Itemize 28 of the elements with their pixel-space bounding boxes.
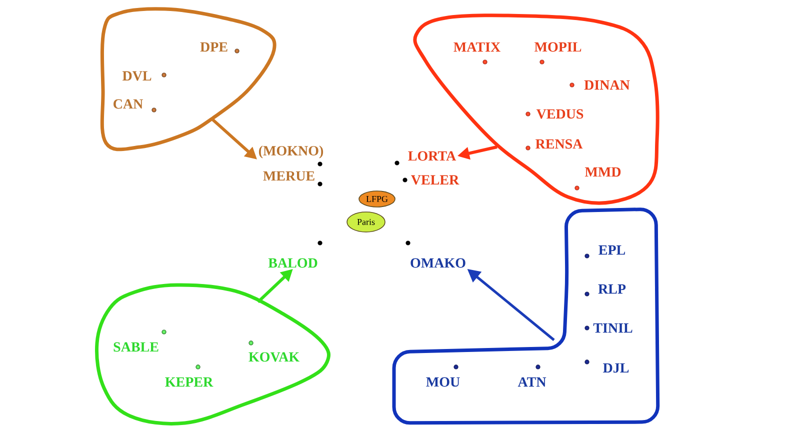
waypoint-label: MOPIL bbox=[534, 42, 582, 52]
waypoint-label: TINIL bbox=[593, 323, 632, 333]
region-outline bbox=[392, 208, 660, 425]
waypoint-label: LORTA bbox=[408, 151, 456, 161]
waypoint-label: MMD bbox=[584, 167, 621, 177]
waypoint-label: DINAN bbox=[584, 80, 630, 90]
waypoint-label: (MOKNO) bbox=[258, 146, 324, 158]
waypoint-label: EPL bbox=[598, 245, 626, 255]
oval-label: Paris bbox=[346, 212, 386, 232]
waypoint-label: MERUE bbox=[263, 171, 314, 181]
waypoint-label: CAN bbox=[114, 99, 143, 109]
region-outline bbox=[95, 283, 330, 426]
waypoint-label: OMAKO bbox=[410, 258, 466, 268]
waypoint-label: ATN bbox=[518, 377, 546, 387]
waypoint-label: DJL bbox=[603, 363, 629, 373]
waypoint-label: SABLE bbox=[114, 342, 158, 352]
waypoint-label: DPE bbox=[200, 42, 228, 52]
waypoint-label: RLP bbox=[598, 284, 626, 294]
waypoint-label: MATIX bbox=[454, 42, 500, 52]
waypoint-label: BALOD bbox=[268, 258, 318, 268]
waypoint-label: VELER bbox=[411, 175, 460, 185]
waypoint-label: RENSA bbox=[536, 139, 583, 149]
waypoint-label: KEPER bbox=[165, 377, 214, 387]
waypoint-label: MOU bbox=[426, 377, 460, 387]
waypoint-label: KOVAK bbox=[248, 352, 300, 362]
waypoint-label: DVL bbox=[122, 71, 152, 81]
waypoint-label: VEDUS bbox=[536, 109, 584, 119]
oval-label: LFPG bbox=[358, 190, 396, 208]
